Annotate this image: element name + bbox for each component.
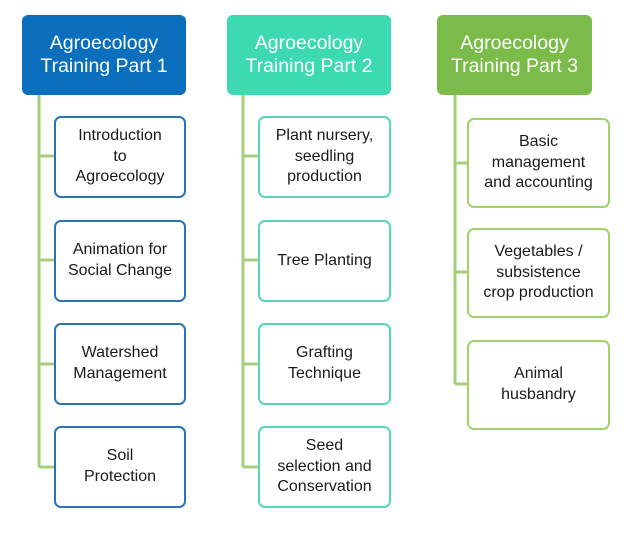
column-3-item-management: Basic management and accounting (467, 118, 610, 208)
column-2-header: Agroecology Training Part 2 (227, 15, 391, 95)
column-2-item-tree-planting: Tree Planting (258, 220, 391, 302)
column-1-item-introduction: Introduction to Agroecology (54, 116, 186, 198)
column-3-item-vegetables: Vegetables / subsistence crop production (467, 228, 610, 318)
column-1-item-watershed: Watershed Management (54, 323, 186, 405)
column-3-title: Agroecology Training Part 3 (450, 31, 579, 77)
column-2-item-grafting: Grafting Technique (258, 323, 391, 405)
column-2-title: Agroecology Training Part 2 (245, 31, 373, 77)
column-1-header: Agroecology Training Part 1 (22, 15, 186, 95)
column-1-title: Agroecology Training Part 1 (40, 31, 168, 77)
column-2-item-nursery: Plant nursery, seedling production (258, 116, 391, 198)
column-3-header: Agroecology Training Part 3 (437, 15, 592, 95)
column-1-item-soil: Soil Protection (54, 426, 186, 508)
column-2-item-seed: Seed selection and Conservation (258, 426, 391, 508)
column-1-item-animation: Animation for Social Change (54, 220, 186, 302)
column-3-item-animal: Animal husbandry (467, 340, 610, 430)
